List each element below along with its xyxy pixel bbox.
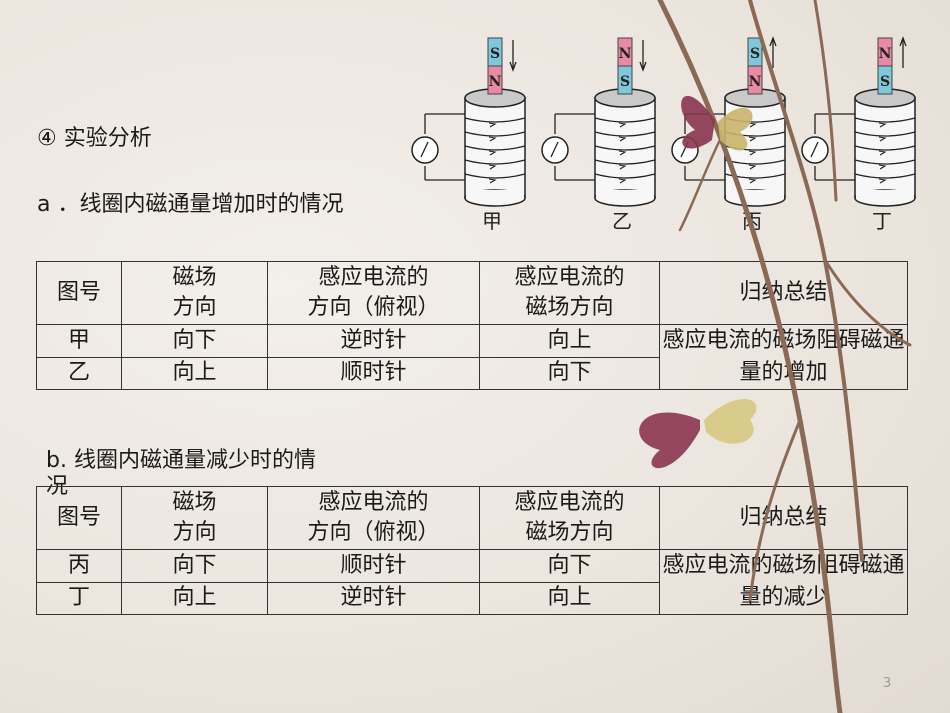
table-cell: 向上 xyxy=(121,356,268,390)
table-header-row: 图号 磁场 方向 感应电流的 方向（俯视） 感应电流的 磁场方向 归纳总结 xyxy=(36,261,908,325)
table-decrease: 图号 磁场 方向 感应电流的 方向（俯视） 感应电流的 磁场方向 归纳总结 丙 … xyxy=(36,486,908,615)
magnet-pole-label: S xyxy=(880,74,890,90)
galvanometer-icon xyxy=(411,136,439,164)
table-cell: 丙 xyxy=(36,549,122,583)
table-cell: 逆时针 xyxy=(267,581,480,615)
apparatus-label: 丁 xyxy=(872,209,892,233)
table-cell: 向下 xyxy=(121,324,268,358)
galvanometer-icon xyxy=(801,136,829,164)
header-cell: 感应电流的 磁场方向 xyxy=(479,261,660,325)
magnet-pole-label: S xyxy=(620,74,630,90)
table-cell: 向下 xyxy=(121,549,268,583)
galvanometer-icon xyxy=(541,136,569,164)
header-cell: 图号 xyxy=(36,261,122,325)
table-cell: 甲 xyxy=(36,324,122,358)
apparatus-1: SN 甲 xyxy=(411,37,526,233)
table-cell: 向上 xyxy=(479,324,660,358)
header-cell: 图号 xyxy=(36,486,122,550)
table-row: 乙 向上 顺时针 向下 xyxy=(36,356,908,390)
header-cell: 感应电流的 磁场方向 xyxy=(479,486,660,550)
arrow-up-icon xyxy=(899,36,907,47)
table-cell: 向上 xyxy=(479,581,660,615)
summary-cell: 感应电流的磁场阻碍磁通量的增加 xyxy=(659,324,908,390)
summary-cell: 感应电流的磁场阻碍磁通量的减少 xyxy=(659,549,908,615)
galvanometer-icon xyxy=(671,136,699,164)
subheading-decrease-line1: b. 线圈内磁通量减少时的情 xyxy=(46,448,316,473)
table-cell: 向下 xyxy=(479,356,660,390)
magnet-pole-label: N xyxy=(749,74,762,90)
table-row: 丁 向上 逆时针 向上 xyxy=(36,581,908,615)
table-header-row: 图号 磁场 方向 感应电流的 方向（俯视） 感应电流的 磁场方向 归纳总结 xyxy=(36,486,908,550)
table-row: 丙 向下 顺时针 向下 感应电流的磁场阻碍磁通量的减少 xyxy=(36,549,908,615)
magnet-pole-label: N xyxy=(619,46,632,62)
header-cell: 归纳总结 xyxy=(659,486,908,550)
apparatus-4: NS 丁 xyxy=(801,36,916,233)
table-row: 甲 向下 逆时针 向上 感应电流的磁场阻碍磁通量的增加 xyxy=(36,324,908,390)
table-cell: 向下 xyxy=(479,549,660,583)
header-cell: 感应电流的 方向（俯视） xyxy=(267,486,480,550)
magnet-pole-label: S xyxy=(750,46,760,62)
table-cell: 顺时针 xyxy=(267,356,480,390)
subheading-increase: a ．线圈内磁通量增加时的情况 xyxy=(37,192,344,217)
header-cell: 归纳总结 xyxy=(659,261,908,325)
header-cell: 感应电流的 方向（俯视） xyxy=(267,261,480,325)
apparatus-2: NS 乙 xyxy=(541,37,656,233)
magnet-pole-label: N xyxy=(489,74,502,90)
magnet-pole-label: S xyxy=(490,46,500,62)
header-cell: 磁场 方向 xyxy=(121,486,268,550)
arrow-down-icon xyxy=(639,61,647,72)
apparatus-label: 丙 xyxy=(742,209,762,233)
apparatus-label: 乙 xyxy=(612,209,632,233)
arrow-down-icon xyxy=(509,61,517,72)
magnet-pole-label: N xyxy=(879,46,892,62)
table-cell: 向上 xyxy=(121,581,268,615)
table-cell: 乙 xyxy=(36,356,122,390)
table-cell: 顺时针 xyxy=(267,549,480,583)
table-cell: 丁 xyxy=(36,581,122,615)
header-cell: 磁场 方向 xyxy=(121,261,268,325)
apparatus-label: 甲 xyxy=(482,209,502,233)
page-number: 3 xyxy=(883,676,892,691)
table-cell: 逆时针 xyxy=(267,324,480,358)
apparatus-3: SN 丙 xyxy=(671,36,786,233)
table-increase: 图号 磁场 方向 感应电流的 方向（俯视） 感应电流的 磁场方向 归纳总结 甲 … xyxy=(36,261,908,390)
section-heading-analysis: ④ 实验分析 xyxy=(37,126,152,151)
